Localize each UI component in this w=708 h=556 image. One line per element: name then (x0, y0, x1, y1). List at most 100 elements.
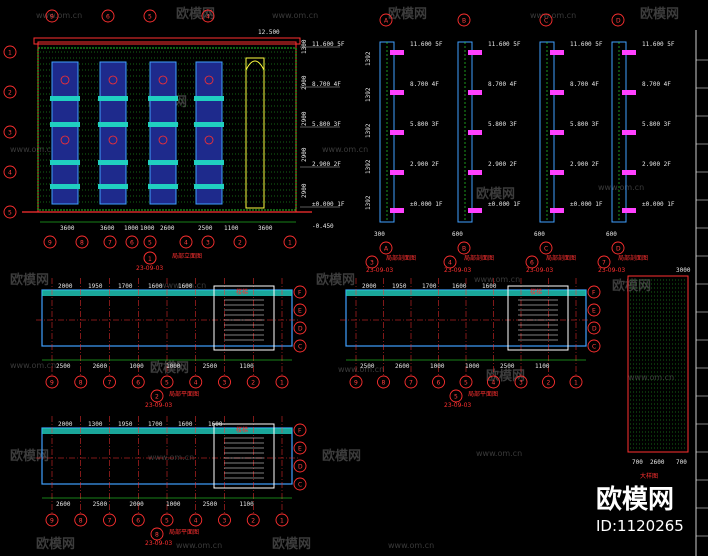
section-title-bubble: 3 (365, 255, 379, 269)
detail-bottom-dim: 700 (632, 459, 643, 466)
plan-axis-bubble: 1 (275, 375, 289, 389)
vertical-dim: 1392 (365, 123, 372, 138)
axis-bubble-label: 5 (165, 380, 169, 387)
level-label: 8.700 4F (312, 81, 341, 88)
axis-bubble-circle (587, 285, 601, 299)
watermark-site: www.om.cn (322, 145, 368, 154)
plan-row-bubble: C (293, 477, 307, 491)
spandrel-band (194, 96, 224, 101)
plan-row-bubble: D (293, 459, 307, 473)
axis-bubble-label: 4 (492, 380, 496, 387)
detail-callout (204, 135, 214, 145)
slab-edge (622, 208, 636, 213)
detail-callout (60, 75, 70, 85)
spandrel-band (98, 184, 128, 189)
axis-bubble-label: 9 (50, 14, 54, 21)
plan-axis-bubble: 3 (218, 513, 231, 527)
axis-bubble-label: 2 (155, 394, 159, 401)
plan-row-bubble: F (293, 285, 307, 299)
slab-edge (468, 90, 482, 95)
axis-bubble-circle (160, 375, 174, 389)
section-axis-bubble: D (611, 241, 625, 255)
section-axis-bubble-top: B (457, 13, 471, 27)
section-3: 11.600 5F8.700 4F5.800 3F2.900 2F±0.000 … (365, 13, 443, 274)
plan-bottom-dim: 2600 (93, 363, 108, 370)
title-bubble (143, 251, 157, 265)
axis-bubble-circle (45, 9, 59, 23)
axis-bubble-circle (246, 513, 260, 527)
axis-bubble: 4 (179, 235, 193, 249)
elevation-level-labels: 11.600 5F8.700 4F5.800 3F2.900 2F±0.000 … (300, 41, 345, 208)
slab-edge (622, 90, 636, 95)
plan-top-dim: 1600 (178, 283, 193, 290)
section-base-dim: 300 (374, 231, 385, 238)
spandrel-band (98, 96, 128, 101)
section-level: 5.800 3F (410, 121, 439, 128)
plan-row-bubble: F (587, 285, 601, 299)
detail-bottom-dim: 700 (676, 459, 687, 466)
axis-bubble-label: 2 (8, 90, 12, 97)
axis-bubble-label: 7 (409, 380, 413, 387)
axis-bubble-circle (587, 303, 601, 317)
plan-axis-bubble: 2 (246, 513, 260, 527)
slab-edge (468, 130, 482, 135)
spandrel-band (50, 96, 80, 101)
axis-bubble-circle (293, 459, 307, 473)
detail-outline (627, 275, 689, 453)
plan-title-code: 23-09-03 (145, 402, 172, 409)
axis-bubble-circle (377, 375, 390, 389)
plan-bottom-dim: 1000 (430, 363, 445, 370)
spandrel-band (148, 96, 178, 101)
axis-bubble-label: 8 (382, 380, 386, 387)
axis-bubble-circle (43, 235, 57, 249)
axis-bubble-label: 2 (238, 240, 242, 247)
plan-bottom-dim: 1000 (129, 363, 144, 370)
axis-bubble: 3 (201, 235, 215, 249)
axis-bubble-circle (3, 165, 17, 179)
plan-row-bubble: D (587, 321, 601, 335)
section-axis-bubble: C (539, 241, 553, 255)
section-axis-bubble-top: A (379, 13, 393, 27)
axis-bubble-circle (349, 375, 363, 389)
bottom-dim: 2600 (160, 225, 175, 232)
axis-bubble-label: A (384, 18, 389, 25)
slab-edge (390, 50, 404, 55)
plan-axis-bubble: 7 (103, 513, 116, 527)
plan-top-dim: 1600 (452, 283, 467, 290)
watermark-site: www.om.cn (10, 145, 56, 154)
plan-top-dim: 1950 (118, 421, 133, 428)
axis-bubble-label: 3 (370, 260, 374, 267)
watermark-brand: 欧模网 (640, 6, 679, 22)
plan-axis-bubble: 4 (487, 375, 500, 389)
axis-bubble-circle (218, 375, 231, 389)
axis-bubble-circle (597, 255, 611, 269)
bottom-dim: 3600 (258, 225, 273, 232)
plan-top-dim: 1700 (118, 283, 133, 290)
section-base-dim: 600 (606, 231, 617, 238)
slab-edge (550, 208, 564, 213)
elevation-title-num: 1 (148, 256, 152, 263)
axis-bubble-label: 1 (280, 518, 284, 525)
spandrel-band (98, 160, 128, 165)
axis-bubble-circle (443, 255, 457, 269)
section-axis-bubble-top: C (539, 13, 553, 27)
plan-axis-bubble: 3 (514, 375, 528, 389)
axis-bubble-label: 7 (108, 380, 112, 387)
axis-bubble-label: 1 (574, 380, 578, 387)
detail-bottom-dim: 2600 (650, 459, 665, 466)
spandrel-band (50, 122, 80, 127)
axis-bubble-circle (539, 241, 553, 255)
axis-bubble-circle (45, 375, 59, 389)
section-7: 11.600 5F8.700 4F5.800 3F2.900 2F±0.000 … (597, 13, 675, 274)
spandrel-band (148, 160, 178, 165)
axis-bubble-circle (293, 477, 307, 491)
slab-edge (550, 50, 564, 55)
axis-bubble-label: 3 (206, 240, 210, 247)
axis-bubble-label: 3 (223, 380, 227, 387)
top-level-label: 12.500 (258, 29, 280, 36)
plan-top-dim: 2000 (58, 283, 73, 290)
axis-bubble-label: 3 (8, 130, 12, 137)
axis-bubble-circle (101, 9, 115, 23)
section-base-dim: 600 (452, 231, 463, 238)
plan-row-bubble: E (293, 303, 307, 317)
